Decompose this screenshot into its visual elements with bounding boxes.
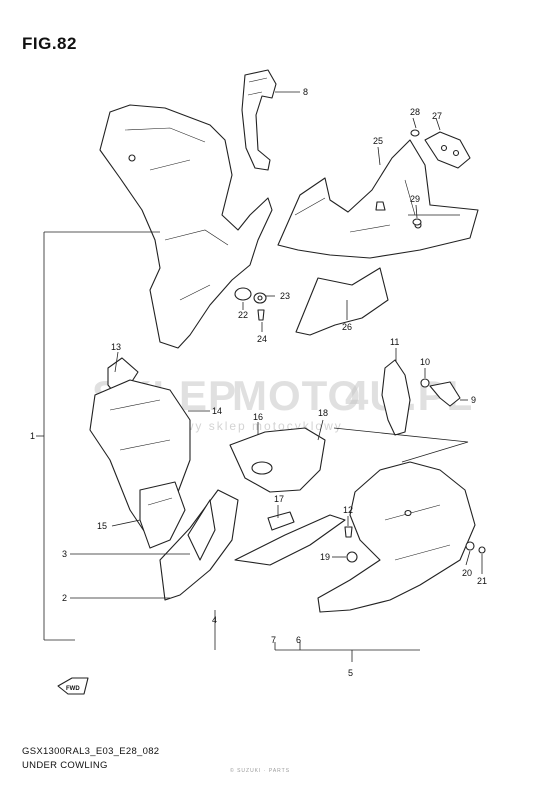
- part-22-23-24-hardware: [234, 287, 267, 321]
- callout-6: 6: [296, 635, 301, 645]
- callout-16: 16: [253, 412, 263, 422]
- callout-5: 5: [348, 668, 353, 678]
- part-left-inner-panel: [99, 104, 273, 349]
- callout-11: 11: [390, 337, 399, 347]
- callout-12: 12: [343, 505, 353, 515]
- callout-22: 22: [238, 310, 248, 320]
- part-25-side-fairing: [277, 139, 479, 259]
- callout-25: 25: [373, 136, 383, 146]
- part-15-panel: [139, 481, 186, 549]
- fwd-arrow-icon: FWD: [57, 677, 89, 695]
- callout-4: 4: [212, 615, 217, 625]
- callout-26: 26: [342, 322, 352, 332]
- group-leaders: [36, 214, 469, 662]
- callout-13: 13: [111, 342, 121, 352]
- part-8-duct: [241, 69, 277, 171]
- part-26-inner-panel: [295, 267, 389, 336]
- callout-3: 3: [62, 549, 67, 559]
- callout-9: 9: [471, 395, 476, 405]
- callout-27: 27: [432, 111, 442, 121]
- callout-19: 19: [320, 552, 330, 562]
- callout-23: 23: [280, 291, 290, 301]
- callout-17: 17: [274, 494, 284, 504]
- part-11-bracket: [381, 359, 461, 436]
- model-code: GSX1300RAL3_E03_E28_082: [22, 746, 160, 757]
- callout-20: 20: [462, 568, 472, 578]
- watermark-brand-part2: MOTO: [232, 372, 361, 419]
- part-6-7-lower-strip: [234, 514, 346, 566]
- callout-21: 21: [477, 576, 487, 586]
- callout-leaders: [111, 91, 483, 574]
- fwd-label: FWD: [66, 686, 80, 692]
- callout-8: 8: [303, 87, 308, 97]
- part-27-bracket: [410, 129, 471, 226]
- part-12-19-20-21-hardware: [344, 526, 486, 563]
- part-16-18-panel: [229, 427, 326, 493]
- callout-labels: 1 2 3 4 5 6 7 8 9 10 11 12 13 14 15 16 1…: [30, 87, 487, 678]
- callout-10: 10: [420, 357, 430, 367]
- callout-28: 28: [410, 107, 420, 117]
- figure-title: FIG.82: [22, 34, 77, 53]
- callout-24: 24: [257, 334, 267, 344]
- callout-15: 15: [97, 521, 107, 531]
- figure-caption: UNDER COWLING: [22, 760, 108, 771]
- callout-18: 18: [318, 408, 328, 418]
- callout-1: 1: [30, 431, 35, 441]
- callout-2: 2: [62, 593, 67, 603]
- callout-29: 29: [410, 194, 420, 204]
- footer-note: © SUZUKI · PARTS: [230, 768, 291, 774]
- callout-14: 14: [212, 406, 222, 416]
- part-17-clip: [267, 511, 295, 531]
- part-5-lower-cowl: [317, 461, 476, 613]
- callout-7: 7: [271, 635, 276, 645]
